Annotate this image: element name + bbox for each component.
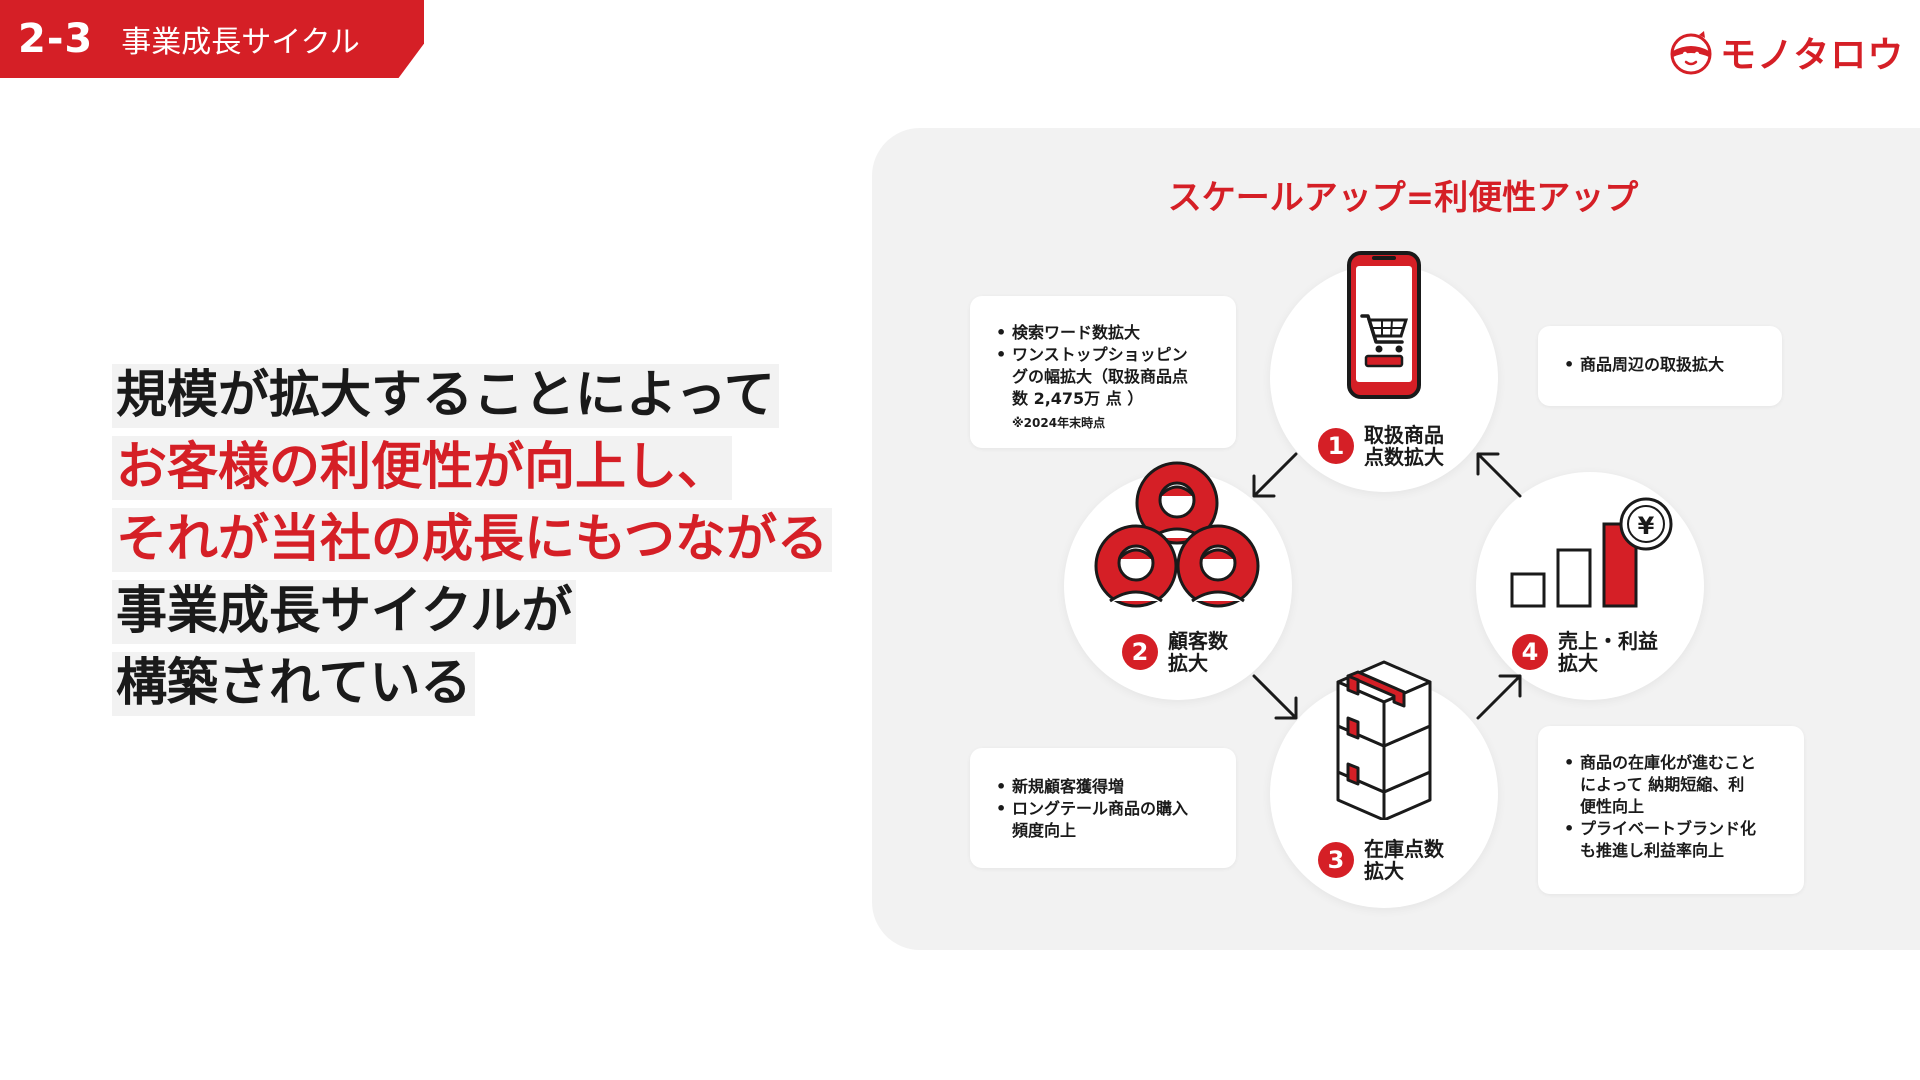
note-item: ロングテール商品の購入 頻度向上 [994,798,1222,842]
note-top-right: 商品周辺の取扱拡大 [1538,326,1782,406]
headline-text: 構築されている [112,652,476,716]
logo-text: モノタロウ [1720,35,1905,76]
note-item: 商品の在庫化が進むこと によって 納期短縮、利 便性向上 [1562,752,1792,818]
headline-line-3: それが当社の成長にもつながる [112,508,832,572]
stacked-boxes-icon [1336,660,1432,820]
note-footnote: ※2024年末時点 [1012,416,1106,430]
note-bottom-right: 商品の在庫化が進むこと によって 納期短縮、利 便性向上 プライベートブランド化… [1538,726,1804,894]
note-item: 新規顧客獲得増 [994,776,1222,798]
note-item: ワンストップショッピン グの幅拡大（取扱商品点 数 2,475万 点 ） [994,344,1222,410]
svg-text:¥: ¥ [1638,512,1655,540]
mascot-icon [1670,31,1712,75]
step-number: 4 [1512,634,1548,670]
step-2-label: 2 顧客数 拡大 [1122,630,1228,674]
company-logo: モノタロウ [1668,26,1904,78]
headline: 規模が拡大することによって お客様の利便性が向上し、 それが当社の成長にもつなが… [112,364,832,724]
headline-line-2: お客様の利便性が向上し、 [112,436,832,500]
arrow-2-to-3 [1252,674,1298,720]
arrow-3-to-4 [1476,674,1522,720]
note-item: 検索ワード数拡大 [994,322,1222,344]
step-1-label: 1 取扱商品 点数拡大 [1318,424,1444,468]
diagram-title: スケールアップ=利便性アップ [1167,178,1639,218]
headline-line-4: 事業成長サイクルが [112,580,832,644]
headline-text: 規模が拡大することによって [112,364,779,428]
headline-text: 事業成長サイクルが [112,580,577,644]
arrow-1-to-2 [1252,452,1298,498]
headline-line-1: 規模が拡大することによって [112,364,832,428]
step-text: 取扱商品 点数拡大 [1364,423,1444,469]
step-number: 1 [1318,428,1354,464]
step-number: 3 [1318,842,1354,878]
step-number: 2 [1122,634,1158,670]
step-text: 売上・利益 拡大 [1558,629,1658,675]
step-text: 顧客数 拡大 [1168,629,1228,675]
arrow-4-to-1 [1476,452,1522,498]
bar-chart-yen-icon: ¥ [1510,497,1673,608]
note-top-left: 検索ワード数拡大 ワンストップショッピン グの幅拡大（取扱商品点 数 2,475… [970,296,1236,448]
note-item: プライベートブランド化 も推進し利益率向上 [1562,818,1792,862]
smartphone-cart-icon [1347,251,1421,399]
step-4-label: 4 売上・利益 拡大 [1512,630,1658,674]
headline-line-5: 構築されている [112,652,832,716]
customers-icon [1094,461,1260,608]
note-item: 商品周辺の取扱拡大 [1562,354,1768,376]
step-3-label: 3 在庫点数 拡大 [1318,838,1444,882]
step-text: 在庫点数 拡大 [1364,837,1444,883]
headline-text: お客様の利便性が向上し、 [112,436,733,500]
section-tag: 2-3 事業成長サイクル [0,0,424,78]
section-number: 2-3 [18,16,94,62]
section-title: 事業成長サイクル [121,25,360,60]
headline-text: それが当社の成長にもつながる [112,508,832,572]
note-bottom-left: 新規顧客獲得増 ロングテール商品の購入 頻度向上 [970,748,1236,868]
